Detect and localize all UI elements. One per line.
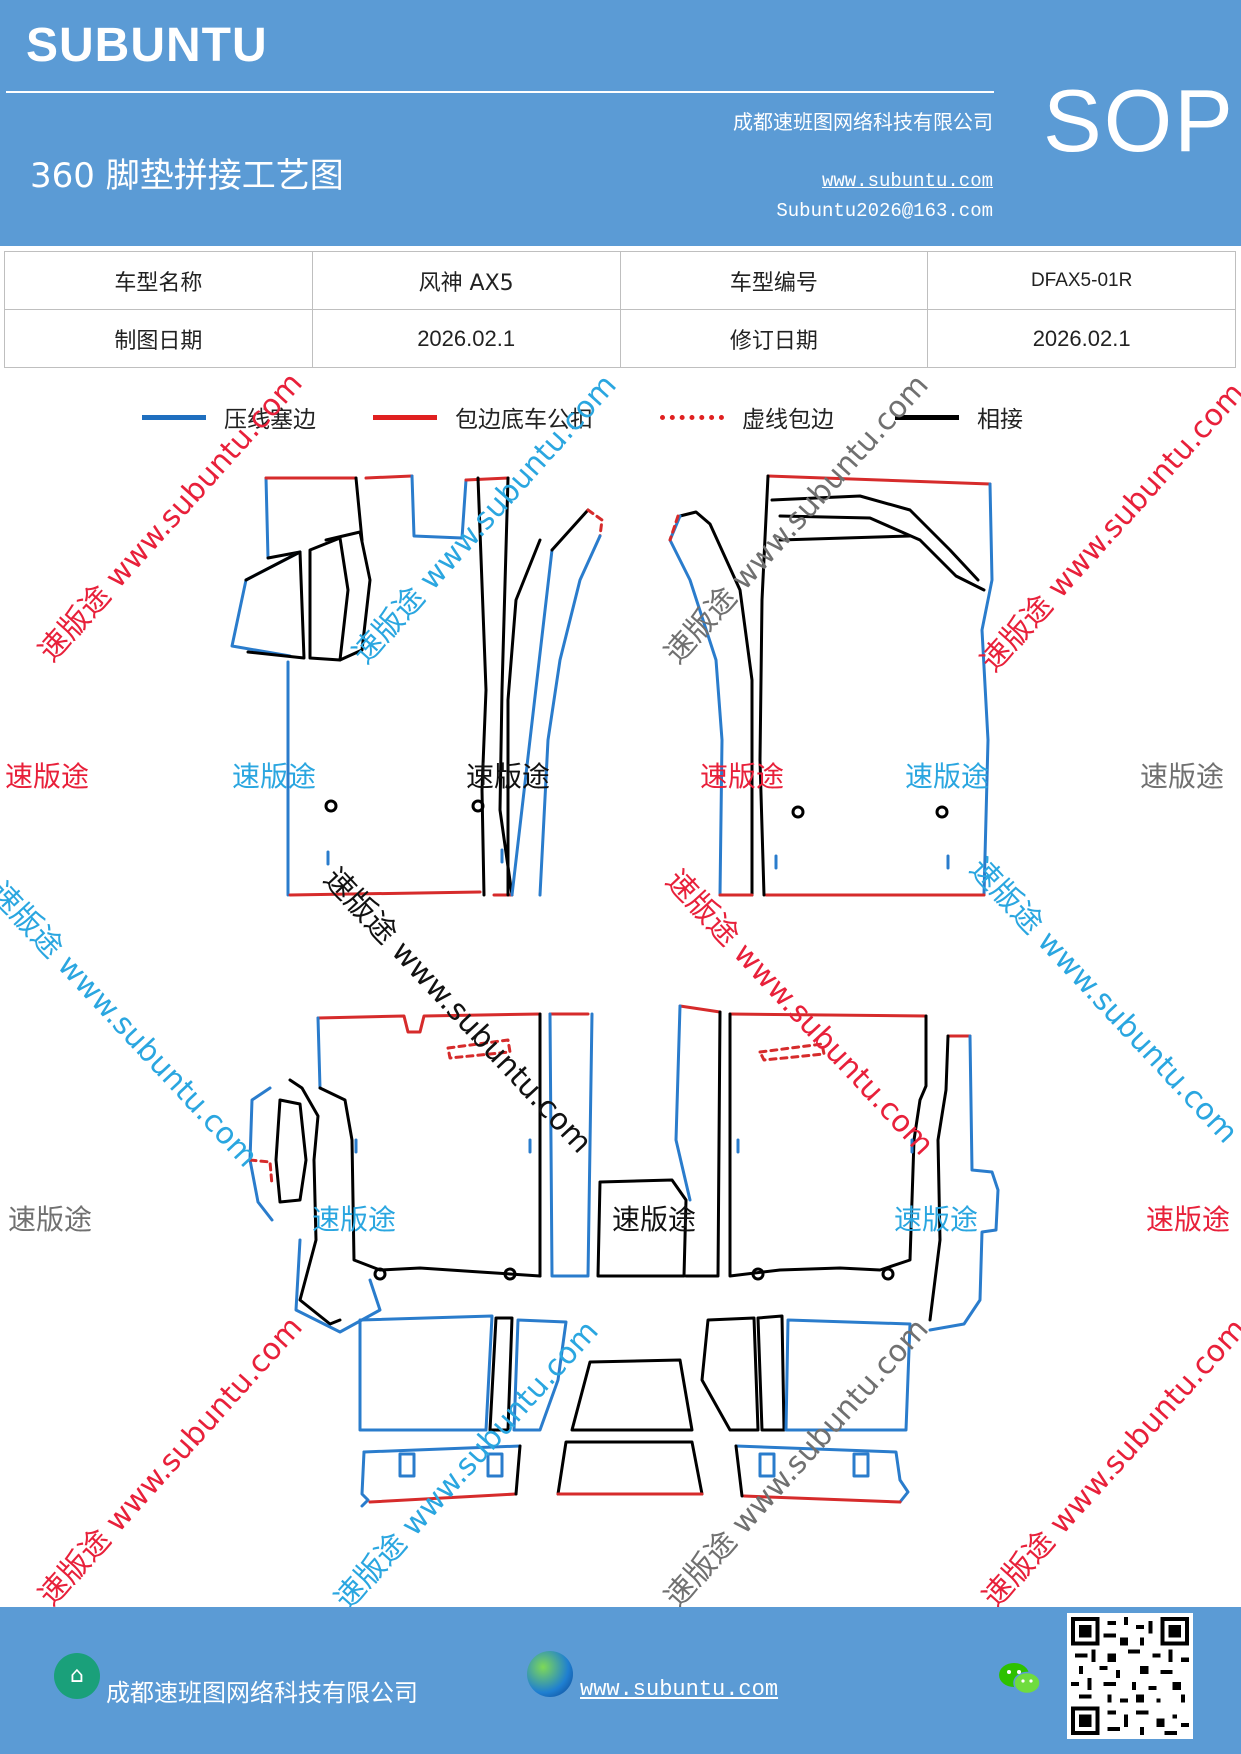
watermark-label: 速版途 [5,760,90,793]
footer-website-link[interactable]: www.subuntu.com [580,1677,779,1702]
table-cell: 车型编号 [619,251,929,310]
table-cell: 2026.02.1 [927,309,1236,368]
table-cell: 修订日期 [619,309,929,368]
watermark-label: 速版途 [8,1203,93,1236]
third-row-mats [358,1314,912,1508]
table-cell: 制图日期 [4,309,313,368]
table-row: 制图日期 2026.02.1 修订日期 2026.02.1 [4,309,1236,368]
table-cell: DFAX5-01R [927,251,1236,310]
table-cell: 风神 AX5 [311,251,621,310]
front-left-mat [230,474,604,897]
legend-label: 虚线包边 [742,407,834,433]
header-website-link[interactable]: www.subuntu.com [821,170,993,192]
header-divider [6,91,994,93]
sop-badge: SOP [1043,71,1235,170]
watermark-label: 速版途 [466,760,551,793]
table-row: 车型名称 风神 AX5 车型编号 DFAX5-01R [4,251,1236,310]
qr-code[interactable] [1067,1613,1193,1739]
watermark-label: 速版途 [1146,1203,1231,1236]
legend-swatch [142,414,206,420]
legend-item-press-line: 压线塞边 [142,400,316,434]
legend: 压线塞边 包边底车公扣 虚线包边 相接 [0,400,1241,440]
table-cell: 2026.02.1 [311,309,621,368]
home-icon: ⌂ [54,1653,100,1699]
legend-item-binding: 包边底车公扣 [373,400,593,434]
wechat-icon [999,1663,1041,1695]
header-email[interactable]: Subuntu2026@163.com [776,200,993,222]
watermark-label: 速版途 [612,1203,697,1236]
watermark-label: 速版途 [312,1203,397,1236]
header-banner: SUBUNTU 成都速班图网络科技有限公司 360 脚垫拼接工艺图 www.su… [0,0,1241,246]
legend-item-joint: 相接 [895,400,1023,434]
watermark-label: 速版途 [905,760,990,793]
front-right-mat [668,474,994,897]
table-cell: 车型名称 [4,251,313,310]
floor-mat-drawing [230,474,1000,1508]
legend-label: 相接 [977,407,1023,433]
watermark-label: 速版途 [232,760,317,793]
legend-item-dotted-binding: 虚线包边 [660,400,834,434]
brand-logo: SUBUNTU [26,19,268,72]
rear-mat [248,1004,1000,1334]
legend-swatch [373,414,437,420]
legend-swatch [660,414,724,420]
footer-company: 成都速班图网络科技有限公司 [106,1679,418,1707]
legend-label: 压线塞边 [224,407,316,433]
watermark-label: 速版途 [700,760,785,793]
header-company: 成都速班图网络科技有限公司 [733,110,993,134]
info-table: 车型名称 风神 AX5 车型编号 DFAX5-01R 制图日期 2026.02.… [4,251,1236,368]
page-title: 360 脚垫拼接工艺图 [30,156,344,196]
globe-icon [527,1651,573,1697]
watermark-label: 速版途 [894,1203,979,1236]
footer-banner: ⌂ 成都速班图网络科技有限公司 www.subuntu.com [0,1607,1241,1754]
legend-swatch [895,414,959,420]
legend-label: 包边底车公扣 [455,407,593,433]
watermark-label: 速版途 [1140,760,1225,793]
